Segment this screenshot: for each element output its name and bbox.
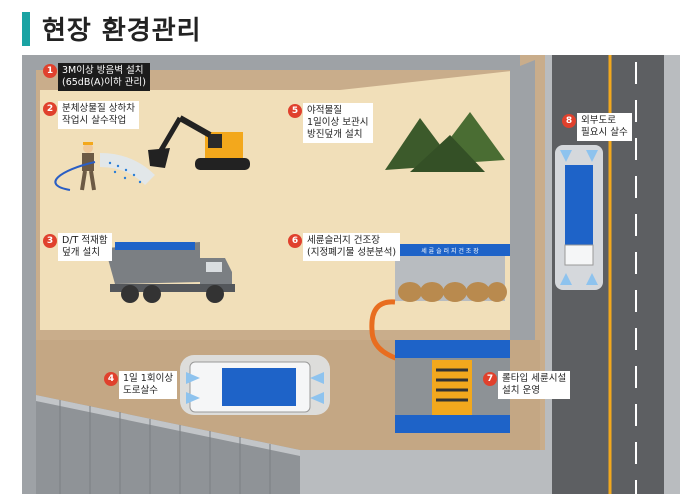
sound-wall-left [22,55,36,494]
drying-yard-sign: 세 륜 슬 러 지 건 조 장 [421,247,479,255]
dump-truck [105,242,235,303]
sound-wall-right [510,60,535,340]
item-2-label: 분체상물질 상하차 작업시 살수작업 [58,101,139,129]
sound-wall-bottom [36,395,300,494]
item-4-badge: 4 [104,372,118,386]
item-8-badge: 8 [562,114,576,128]
page-title: 현장 환경관리 [42,16,202,46]
item-2-badge: 2 [43,102,57,116]
item-3-badge: 3 [43,234,57,248]
item-6-badge: 6 [288,234,302,248]
road-sprinkler-truck [555,145,603,290]
sludge-drying-yard: 세 륜 슬 러 지 건 조 장 [369,244,510,368]
road-spray-vehicle [180,355,330,415]
item-1-badge: 1 [43,64,57,78]
excavator [148,115,250,170]
item-7-label: 롤타입 세륜시설 설치 운영 [498,371,571,399]
item-4-label: 1일 1회이상 도로살수 [119,371,178,399]
item-3-label: D/T 적재함 덮개 설치 [58,233,112,261]
item-5-label: 야적물질 1일이상 보관시 방진덮개 설치 [303,103,373,143]
title-accent-bar [22,12,30,46]
item-7-badge: 7 [483,372,497,386]
roll-type-wheel-washer [395,340,510,433]
item-1-label: 3M이상 방음벽 설치 (65dB(A)이하 관리) [58,63,150,91]
worker-spraying [54,142,155,191]
item-8-label: 외부도로 필요시 살수 [577,113,632,141]
item-6-label: 세륜슬러지 건조장 (지정폐기물 성분분석) [303,233,401,261]
covered-stockpile [385,112,505,172]
item-5-badge: 5 [288,104,302,118]
